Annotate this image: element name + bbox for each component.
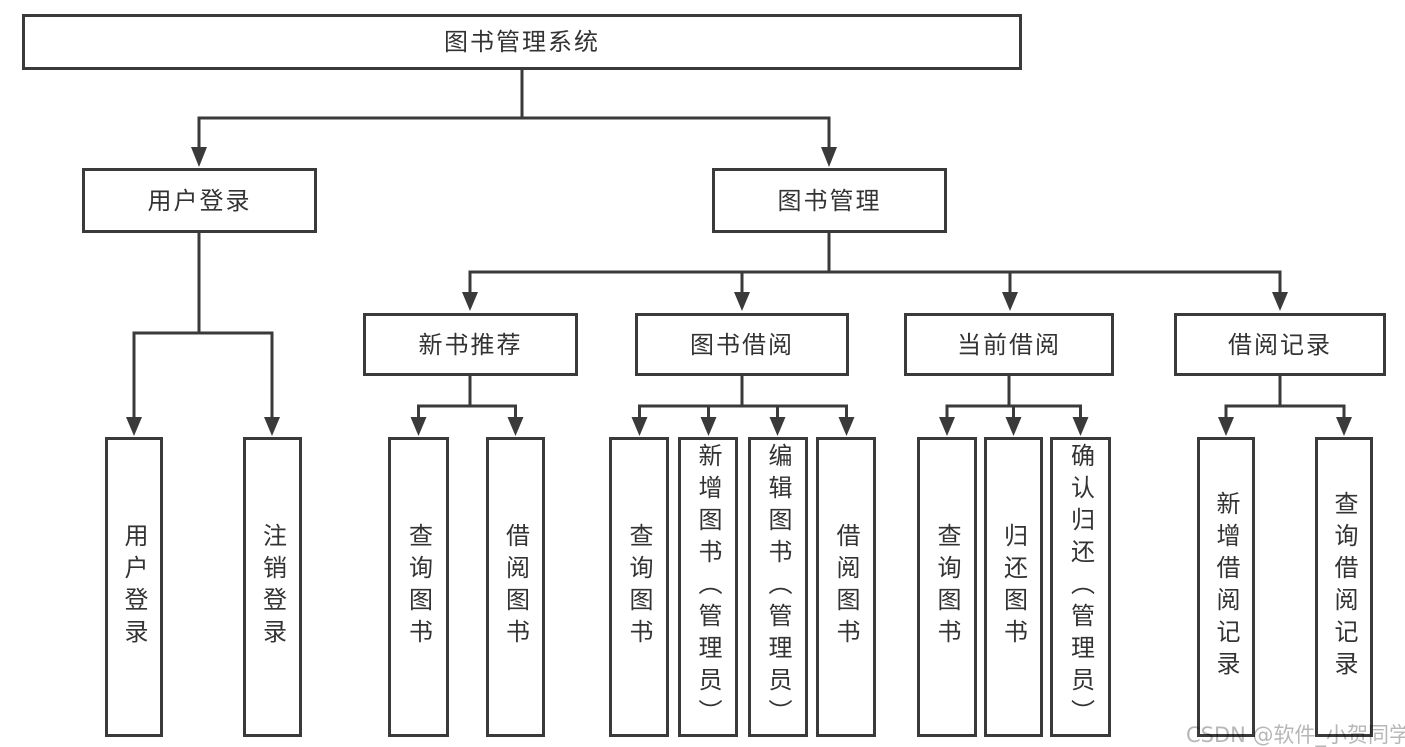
leaf-logout-login: 注销登录 bbox=[243, 437, 302, 737]
leaf-label: 查询图书 bbox=[404, 523, 433, 651]
node-root: 图书管理系统 bbox=[22, 14, 1022, 70]
leaf-query-book-borrow: 查询图书 bbox=[609, 437, 669, 737]
node-user-login-label: 用户登录 bbox=[147, 186, 252, 215]
arrowhead-icon bbox=[507, 417, 524, 436]
arrowhead-icon bbox=[1272, 292, 1288, 311]
leaf-confirm-return-admin: 确认归还（管理员） bbox=[1050, 437, 1111, 737]
watermark: CSDN @软件_小贺同学 bbox=[1186, 723, 1405, 747]
leaf-query-borrow-record: 查询借阅记录 bbox=[1315, 437, 1373, 737]
arrowhead-icon bbox=[1002, 292, 1018, 311]
node-new-book-recommend-label: 新书推荐 bbox=[418, 330, 523, 359]
node-book-manage-label: 图书管理 bbox=[777, 186, 882, 215]
arrowhead-icon bbox=[462, 292, 478, 311]
arrowhead-icon bbox=[264, 417, 280, 436]
node-current-borrow: 当前借阅 bbox=[904, 313, 1114, 376]
node-root-label: 图书管理系统 bbox=[444, 28, 600, 56]
arrowhead-icon bbox=[821, 147, 837, 167]
arrowhead-icon bbox=[1005, 417, 1022, 436]
leaf-query-book-recommend: 查询图书 bbox=[388, 437, 449, 737]
node-book-borrow-label: 图书借阅 bbox=[690, 330, 794, 359]
arrowhead-icon bbox=[410, 417, 427, 436]
leaf-label: 归还图书 bbox=[999, 523, 1028, 651]
arrowhead-icon bbox=[126, 417, 142, 436]
arrowhead-icon bbox=[769, 417, 786, 436]
leaf-user-login: 用户登录 bbox=[105, 437, 163, 737]
leaf-label: 新增图书（管理员） bbox=[694, 443, 722, 731]
node-borrow-record-label: 借阅记录 bbox=[1228, 330, 1332, 359]
node-current-borrow-label: 当前借阅 bbox=[957, 330, 1061, 359]
leaf-edit-book-admin: 编辑图书（管理员） bbox=[748, 437, 808, 737]
leaf-label: 编辑图书（管理员） bbox=[764, 443, 792, 731]
arrowhead-icon bbox=[734, 292, 750, 311]
leaf-label: 确认归还（管理员） bbox=[1066, 443, 1095, 731]
leaf-label: 借阅图书 bbox=[832, 523, 860, 651]
leaf-add-book-admin: 新增图书（管理员） bbox=[678, 437, 738, 737]
leaf-query-book-current: 查询图书 bbox=[917, 437, 977, 737]
leaf-label: 借阅图书 bbox=[501, 523, 530, 651]
leaf-add-borrow-record: 新增借阅记录 bbox=[1197, 437, 1255, 737]
arrowhead-icon bbox=[1072, 417, 1089, 436]
node-user-login: 用户登录 bbox=[82, 168, 317, 233]
leaf-label: 注销登录 bbox=[258, 523, 287, 651]
arrowhead-icon bbox=[1218, 417, 1234, 436]
arrowhead-icon bbox=[631, 417, 648, 436]
arrowhead-icon bbox=[191, 147, 207, 167]
leaf-label: 查询图书 bbox=[933, 523, 961, 651]
leaf-label: 查询借阅记录 bbox=[1330, 491, 1358, 683]
arrowhead-icon bbox=[939, 417, 955, 436]
leaf-return-book: 归还图书 bbox=[984, 437, 1043, 737]
node-book-manage: 图书管理 bbox=[712, 168, 947, 233]
node-borrow-record: 借阅记录 bbox=[1174, 313, 1386, 376]
arrowhead-icon bbox=[700, 417, 717, 436]
leaf-borrow-book: 借阅图书 bbox=[816, 437, 876, 737]
leaf-borrow-book-recommend: 借阅图书 bbox=[486, 437, 545, 737]
node-new-book-recommend: 新书推荐 bbox=[363, 313, 578, 376]
node-book-borrow: 图书借阅 bbox=[635, 313, 849, 376]
leaf-label: 用户登录 bbox=[120, 523, 148, 651]
leaf-label: 新增借阅记录 bbox=[1212, 491, 1240, 683]
arrowhead-icon bbox=[1336, 417, 1352, 436]
leaf-label: 查询图书 bbox=[625, 523, 653, 651]
arrowhead-icon bbox=[838, 417, 855, 436]
